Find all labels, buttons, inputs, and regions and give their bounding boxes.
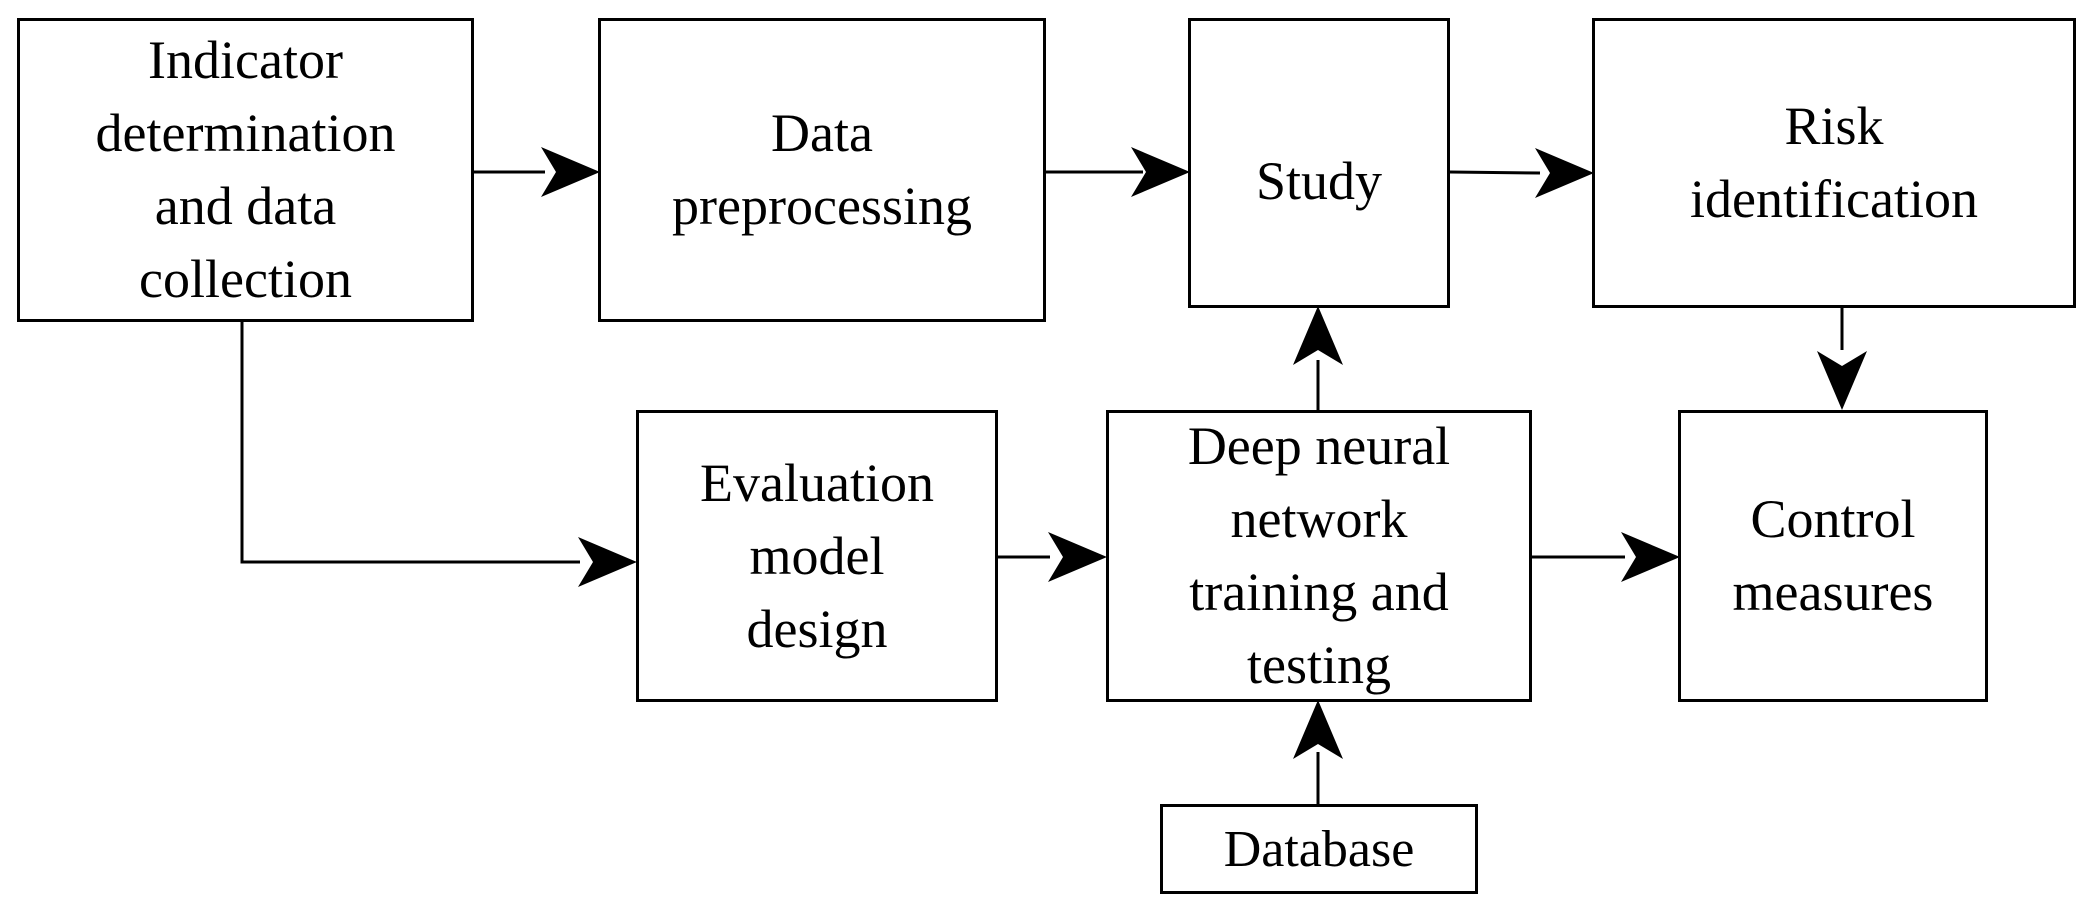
node-text-line: Control [1750, 489, 1916, 549]
node-text-line: collection [139, 249, 352, 309]
node-study: Study [1188, 18, 1450, 308]
node-text-line: Study [1255, 151, 1383, 211]
arrowhead-to-dnn [1048, 532, 1107, 582]
node-indicator-determination: Indicator determination and data collect… [17, 18, 474, 322]
node-text-line: testing [1247, 635, 1391, 695]
node-text-line: identification [1690, 169, 1978, 229]
node-data-preprocessing: Data preprocessing [598, 18, 1046, 322]
edge-study-to-risk [1449, 170, 1541, 175]
arrowhead-to-control [1817, 351, 1867, 410]
edge-indicator-to-evaluation [240, 322, 580, 564]
arrowhead-to-preprocessing [541, 147, 600, 197]
node-control-measures: Control measures [1678, 410, 1988, 702]
node-text-line: model [749, 525, 885, 586]
arrowhead-to-dnn-up [1293, 700, 1343, 759]
node-text-line: Database [1223, 820, 1415, 878]
node-text-line: Data [771, 103, 873, 163]
node-evaluation-model-design: Evaluation model design [636, 410, 998, 702]
node-text-line: design [746, 598, 888, 659]
node-deep-neural-network: Deep neural network training and testing [1106, 410, 1532, 702]
arrowhead-to-control-right [1621, 532, 1680, 582]
node-text-line: determination [95, 103, 396, 163]
node-text-line: preprocessing [672, 176, 972, 236]
arrowhead-to-risk [1535, 148, 1594, 198]
node-risk-identification: Risk identification [1592, 18, 2076, 308]
arrowhead-to-study-up [1293, 306, 1343, 365]
node-text-line: Deep neural [1187, 416, 1451, 476]
node-text-line: training and [1189, 562, 1449, 622]
node-text-line: network [1230, 489, 1408, 549]
node-text-line: Risk [1784, 96, 1884, 156]
arrowhead-to-evaluation [578, 537, 637, 587]
arrowhead-to-study [1131, 147, 1190, 197]
node-text-line: Evaluation [700, 452, 934, 513]
node-text-line: measures [1732, 562, 1934, 622]
node-text-line: and data [154, 176, 337, 236]
node-text-line: Indicator [148, 30, 343, 90]
node-database: Database [1160, 804, 1478, 894]
